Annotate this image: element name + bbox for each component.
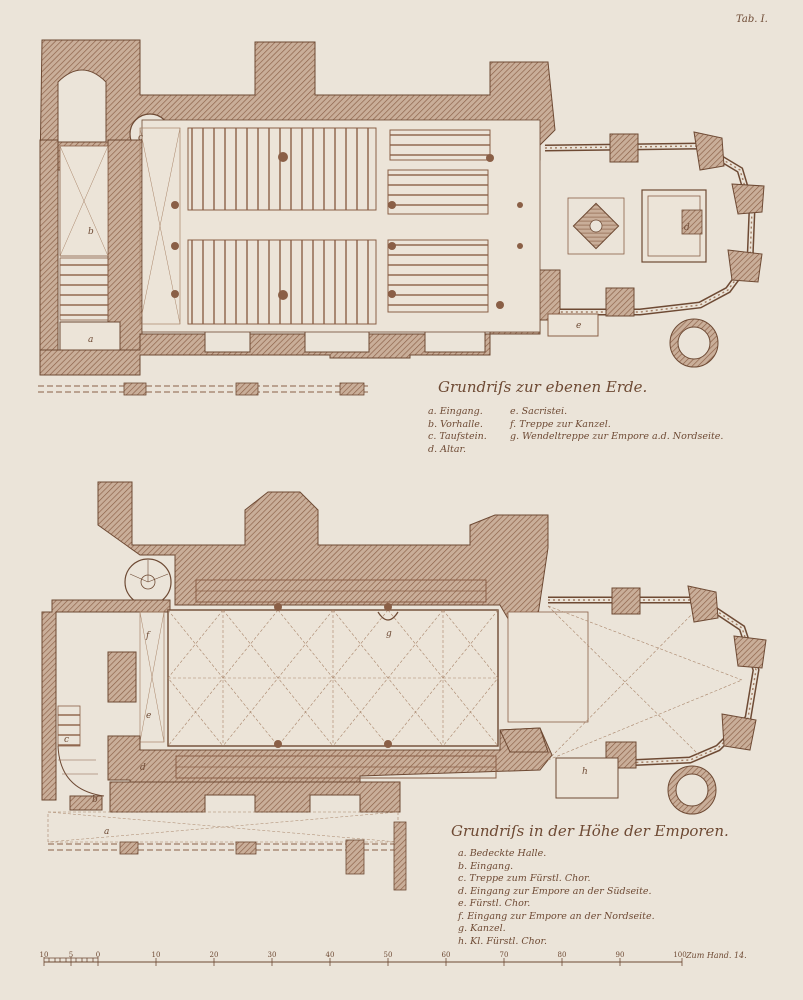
gallery-pulpit: [377, 611, 399, 621]
legend-item: d. Altar.: [428, 443, 467, 455]
gallery-plan-title: Grundriſs in der Höhe der Emporen.: [451, 822, 729, 840]
scale-label: 40: [325, 951, 335, 959]
tower-stair-shaft: [57, 69, 107, 143]
scale-label: 60: [441, 951, 451, 959]
gallery-legend: a. Bedeckte Halle. b. Eingang. c. Treppe…: [458, 848, 655, 948]
ground-floor-plan: a b c d e: [38, 39, 765, 396]
legend-item: g. Kanzel.: [458, 923, 506, 934]
ground-legend-col2: e. Sacristei. f. Treppe zur Kanzel. g. W…: [510, 406, 723, 444]
legend-item: b. Eingang.: [458, 860, 514, 872]
gallery-letter: b: [92, 795, 98, 805]
gallery-small-royal-choir: [555, 757, 619, 799]
scale-label: 10: [151, 951, 161, 959]
gallery-letter: c: [64, 735, 69, 745]
pews-north: [187, 127, 377, 211]
legend-item: e. Fürstl. Chor.: [458, 898, 531, 909]
gallery-letter: e: [146, 711, 151, 721]
scale-label: 20: [209, 951, 219, 959]
ground-letter: e: [576, 321, 581, 331]
legend-item: h. Kl. Fürstl. Chor.: [458, 935, 547, 947]
legend-item: c. Taufstein.: [428, 431, 487, 442]
legend-item: a. Bedeckte Halle.: [458, 848, 547, 859]
scale-label: 90: [615, 951, 625, 959]
scale-label: 80: [557, 951, 567, 959]
gallery-letter: d: [140, 763, 146, 773]
scale-bar: [43, 957, 683, 966]
ground-letter: c: [138, 133, 143, 143]
legend-item: e. Sacristei.: [510, 406, 568, 417]
gallery-letter: g: [386, 629, 392, 639]
ground-plan-title: Grundriſs zur ebenen Erde.: [438, 378, 648, 396]
scale-label: 10: [39, 951, 49, 959]
ground-letter: a: [88, 335, 93, 345]
gallery-letter: a: [104, 827, 109, 837]
legend-item: f. Eingang zur Empore an der Nordseite.: [458, 910, 655, 922]
scale-label: 70: [499, 951, 509, 959]
scale-label: 5: [68, 951, 74, 959]
gallery-letter: f: [145, 631, 151, 641]
ground-legend-col1: a. Eingang. b. Vorhalle. c. Taufstein. d…: [428, 406, 487, 456]
legend-item: f. Treppe zur Kanzel.: [510, 418, 611, 430]
scale-label: 100: [673, 951, 687, 959]
gallery-letter: h: [582, 767, 588, 777]
scale-label: 50: [383, 951, 393, 959]
ground-columns: [171, 152, 523, 309]
gallery-choir-vault: [507, 611, 589, 723]
legend-item: b. Vorhalle.: [428, 418, 483, 430]
ground-letter: d: [684, 223, 690, 233]
scale-label: 0: [95, 951, 101, 959]
engraver-mark: Zum Hand. 14.: [686, 951, 747, 960]
scale-label: 30: [267, 951, 277, 959]
legend-item: a. Eingang.: [428, 406, 483, 417]
ground-letter: b: [88, 227, 94, 237]
ground-sacristy: [547, 313, 599, 337]
gallery-north-walls: [97, 481, 549, 623]
plate-number: Tab. I.: [736, 14, 768, 25]
legend-item: g. Wendeltreppe zur Empore a.d. Nordseit…: [510, 431, 724, 442]
pews-south: [187, 239, 377, 325]
gallery-floor-plan: a b c d e f g h: [41, 481, 767, 891]
legend-item: c. Treppe zum Fürstl. Chor.: [458, 873, 591, 884]
legend-item: d. Eingang zur Empore an der Südseite.: [458, 885, 652, 897]
